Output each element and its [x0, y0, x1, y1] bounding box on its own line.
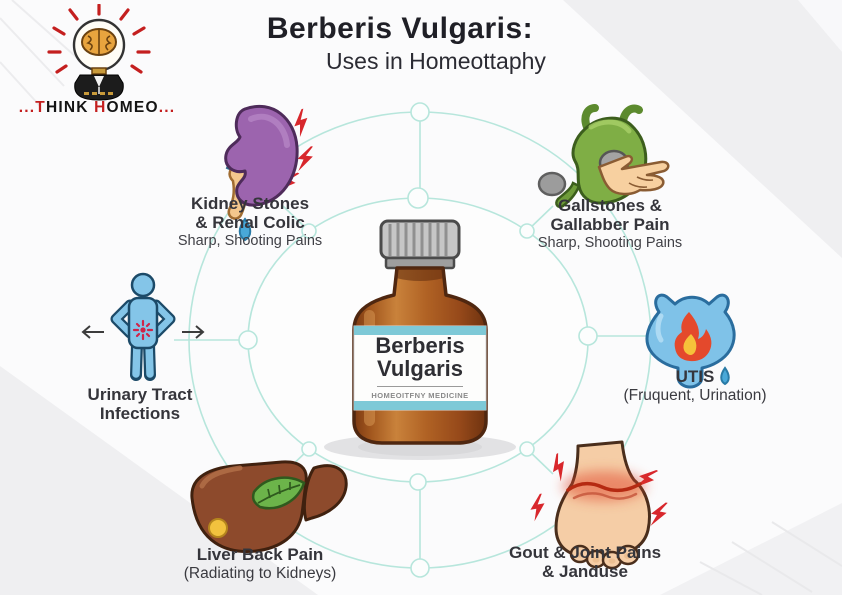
bottle-sublabel: HOMEOITFNY MEDICINE	[371, 391, 469, 400]
left-arrow-icon	[81, 325, 104, 339]
title-line1: Berberis Vulgaris:	[266, 12, 534, 45]
item-title-2: (Fruquent, Urination)	[623, 387, 767, 404]
corner-shade-bottom-right	[660, 503, 842, 595]
item-urinary-tract: Urinary Tract Infections	[30, 270, 250, 423]
logo-rays	[47, 4, 151, 74]
item-title: Gout & Joint Pains	[508, 543, 662, 562]
logo-wordmark: ...THINK HOMEO...	[6, 99, 188, 117]
logo-homeo-h: H	[94, 99, 107, 116]
item-gout-text: Gout & Joint Pains & Janduse	[470, 543, 700, 581]
herbal-leaf-icon	[251, 476, 306, 510]
item-gallstones: Gallstones & Gallabber Pain Sharp, Shoot…	[495, 95, 725, 255]
medicine-bottle	[352, 219, 488, 445]
think-homeo-logo	[47, 4, 151, 101]
bottle-neck-shade	[396, 268, 444, 281]
foot-icon	[530, 440, 668, 570]
bladder-icon	[645, 293, 736, 389]
bottle-cap	[379, 219, 461, 270]
logo-think-t: T	[35, 99, 46, 116]
logo-dots-left: ...	[18, 99, 36, 116]
logo-homeo-rest: OMEO	[106, 99, 159, 116]
logo-dots-right: ...	[158, 99, 176, 116]
liver-icon	[190, 460, 348, 553]
connector-lines	[174, 112, 656, 568]
toes	[569, 544, 640, 570]
item-title-2: & Renal Colic	[195, 213, 305, 232]
item-kidney-stones: Kidney Stones & Renal Colic Sharp, Shoot…	[135, 95, 365, 255]
bottle-name-line1: Berberis	[375, 333, 465, 358]
corner-shade-top-right	[563, 0, 842, 258]
title-line2: Uses in Homeottaphy	[326, 48, 546, 74]
pain-starburst	[132, 319, 154, 341]
brain-icon	[81, 28, 117, 56]
item-title: Gallstones &	[558, 196, 662, 215]
item-kidney-text: Kidney Stones & Renal Colic Sharp, Shoot…	[135, 194, 365, 250]
logo-think-rest: HINK	[45, 99, 89, 116]
line-art-top-left	[0, 0, 85, 107]
item-title: Liver Back Pain	[196, 545, 324, 564]
kidney-icon	[224, 104, 313, 242]
line-art-bottom-right	[699, 521, 842, 595]
item-subtitle: Sharp, Shooting Pains	[537, 235, 683, 251]
pointing-hand-icon	[597, 154, 670, 196]
ink-pot-icon	[74, 74, 124, 101]
person-icon	[81, 272, 205, 381]
item-liver-text: Liver Back Pain (Radiating to Kidneys)	[150, 545, 370, 583]
bulb-base	[91, 67, 107, 75]
item-title-2: Infections	[99, 404, 181, 423]
item-liver: Liver Back Pain (Radiating to Kidneys)	[150, 450, 370, 590]
item-title-2: (Radiating to Kidneys)	[183, 565, 337, 582]
ducts	[581, 104, 643, 131]
item-title: Urinary Tract	[87, 385, 193, 404]
bottle-label	[353, 325, 487, 411]
corner-highlight-top-right	[798, 0, 842, 52]
web-nodes	[238, 102, 598, 578]
urine-drop-icon	[238, 217, 252, 242]
item-gallstones-text: Gallstones & Gallabber Pain Sharp, Shoot…	[495, 196, 725, 252]
gallbladder-dot	[208, 518, 228, 538]
gallstone-outside	[537, 171, 567, 197]
label-divider	[377, 386, 463, 387]
item-title-2: & Janduse	[542, 562, 628, 581]
page-title: Berberis Vulgaris: Uses in Homeottaphy	[150, 12, 650, 75]
item-urinary-text: Urinary Tract Infections	[30, 385, 250, 423]
item-gout: Gout & Joint Pains & Janduse	[470, 438, 700, 588]
item-title: Kidney Stones	[190, 194, 310, 213]
item-title-2: Gallabber Pain	[550, 215, 670, 234]
item-title: UTIS	[675, 367, 715, 386]
item-subtitle: Sharp, Shooting Pains	[177, 233, 323, 249]
item-utis: UTIS (Fruquent, Urination)	[585, 275, 805, 404]
gallbladder-icon	[537, 104, 670, 209]
bottle-name-line2: Vulgaris	[377, 356, 463, 381]
item-utis-text: UTIS (Fruquent, Urination)	[585, 367, 805, 405]
urine-drop-icon	[720, 366, 730, 386]
bottle-label-text: Berberis Vulgaris HOMEOITFNY MEDICINE	[355, 327, 485, 409]
right-arrow-icon	[182, 325, 205, 339]
burning-flame-icon	[674, 312, 712, 362]
